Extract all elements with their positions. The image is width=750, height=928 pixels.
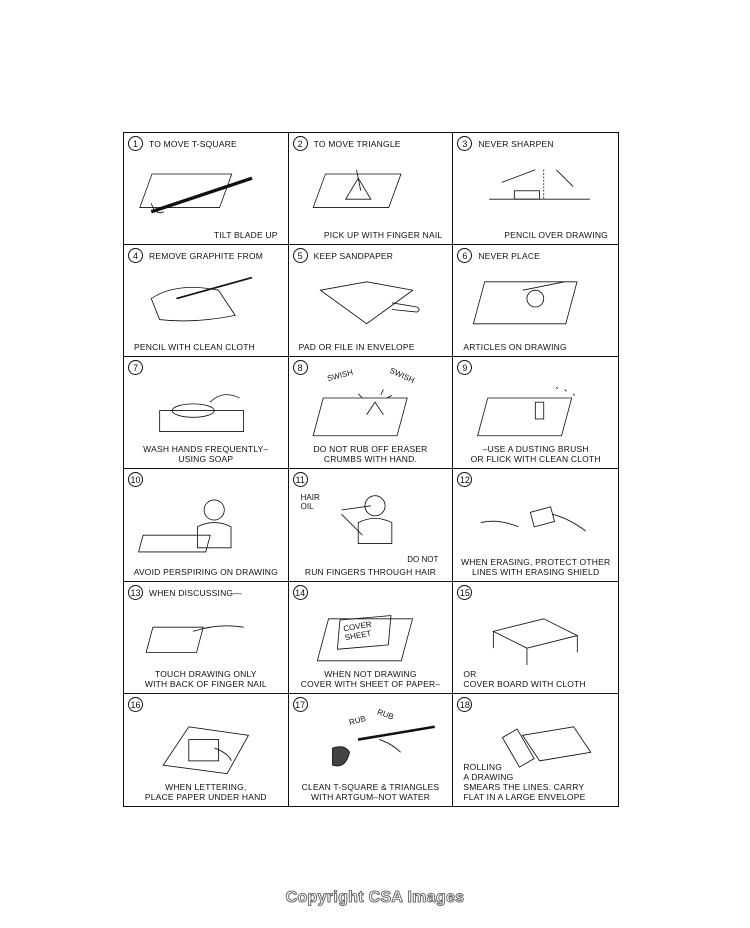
panel-number: 11 <box>292 472 308 488</box>
panel-1: 1 TO MOVE T-SQUARE TILT BLADE UP <box>124 133 289 246</box>
panel-illustration <box>297 714 445 782</box>
panel-caption: WHEN NOT DRAWING COVER WITH SHEET OF PAP… <box>300 668 441 689</box>
panel-number: 9 <box>457 360 473 376</box>
panel-caption: OR COVER BOARD WITH CLOTH <box>463 668 586 689</box>
panel-number: 16 <box>128 696 143 712</box>
panel-number: 17 <box>292 696 308 712</box>
panel-title: REMOVE GRAPHITE FROM <box>149 251 264 262</box>
panel-number: 13 <box>128 584 143 600</box>
panel-number: 10 <box>128 472 143 488</box>
panel-illustration <box>297 265 445 332</box>
panel-8: 8 DO NOT RUB OFF ERASER CRUMBS WITH HAND.… <box>288 357 454 470</box>
panel-illustration <box>297 489 445 556</box>
panel-number: 8 <box>292 360 308 376</box>
panel-caption: ROLLING A DRAWING SMEARS THE LINES. CARR… <box>463 761 586 802</box>
panel-13: 13 WHEN DISCUSSING— TOUCH DRAWING ONLY WIT… <box>124 581 289 694</box>
panel-illustration <box>132 153 280 220</box>
panel-number: 7 <box>128 360 143 376</box>
annotation-hair-oil: HAIR OIL <box>300 493 320 512</box>
panel-illustration <box>461 714 610 782</box>
panel-number: 5 <box>292 248 308 264</box>
panel-illustration <box>132 714 280 782</box>
panel-number: 4 <box>128 248 143 264</box>
panel-caption: PENCIL OVER DRAWING <box>504 230 608 241</box>
panel-caption: CLEAN T-SQUARE & TRIANGLES WITH ARTGUM–N… <box>301 781 440 802</box>
panel-caption: RUN FINGERS THROUGH HAIR <box>304 566 437 577</box>
panel-caption: PAD OR FILE IN ENVELOPE <box>298 342 415 353</box>
panel-caption: PENCIL WITH CLEAN CLOTH <box>134 342 255 353</box>
panel-illustration <box>297 377 445 444</box>
panel-5: 5 KEEP SANDPAPER PAD OR FILE IN ENVELOPE <box>288 245 454 358</box>
panel-number: 14 <box>292 584 308 600</box>
panel-2: 2 TO MOVE TRIANGLE PICK UP WITH FINGER NAI… <box>288 133 454 246</box>
panel-illustration <box>461 489 610 556</box>
panel-illustration <box>461 153 610 220</box>
panel-illustration <box>297 153 445 220</box>
panel-number: 1 <box>128 136 143 151</box>
annotation-do-not: DO NOT <box>407 555 439 565</box>
panel-illustration <box>132 602 280 669</box>
copyright-watermark: Copyright CSA Images <box>285 889 465 907</box>
panel-4: 4 REMOVE GRAPHITE FROM PENCIL WITH CLEAN C… <box>124 245 289 358</box>
panel-number: 2 <box>292 136 308 151</box>
panel-illustration <box>132 489 280 556</box>
panel-number: 3 <box>457 136 473 151</box>
panel-caption: ARTICLES ON DRAWING <box>463 342 567 353</box>
panel-number: 15 <box>457 584 473 600</box>
panel-caption: WHEN ERASING, PROTECT OTHER LINES WITH E… <box>461 556 611 577</box>
panel-caption: WHEN LETTERING, PLACE PAPER UNDER HAND <box>144 781 267 802</box>
panel-number: 18 <box>457 696 473 712</box>
panel-title: WHEN DISCUSSING— <box>149 587 242 598</box>
panel-title: KEEP SANDPAPER <box>313 251 394 262</box>
panel-caption: WASH HANDS FREQUENTLY– USING SOAP <box>143 444 269 465</box>
panel-caption: PICK UP WITH FINGER NAIL <box>323 230 443 241</box>
panel-illustration <box>461 602 610 669</box>
panel-title: NEVER PLACE <box>478 251 541 262</box>
panel-caption: TILT BLADE UP <box>213 230 278 241</box>
panel-illustration <box>461 265 610 332</box>
panel-illustration <box>461 377 610 444</box>
panel-6: 6 NEVER PLACE ARTICLES ON DRAWING <box>453 245 618 358</box>
panel-title: NEVER SHARPEN <box>478 139 554 149</box>
panel-illustration <box>297 602 445 669</box>
panel-caption: DO NOT RUB OFF ERASER CRUMBS WITH HAND. <box>313 444 428 465</box>
panel-title: TO MOVE TRIANGLE <box>313 139 401 149</box>
panel-3: 3 NEVER SHARPEN PENCIL OVER DRAWING <box>453 133 618 246</box>
panel-number: 12 <box>457 472 473 488</box>
instruction-grid: 1 TO MOVE T-SQUARE TILT BLADE UP 2 TO MOVE T… <box>123 132 619 807</box>
panel-9: 9 –USE A DUSTING BRUSH OR FLICK WITH CLEA… <box>453 357 618 470</box>
panel-caption: AVOID PERSPIRING ON DRAWING <box>133 566 278 577</box>
panel-illustration <box>132 265 280 332</box>
panel-15: 15 OR COVER BOARD WITH CLOTH <box>453 582 618 694</box>
panel-illustration <box>132 377 280 444</box>
panel-title: TO MOVE T-SQUARE <box>149 139 237 149</box>
panel-caption: TOUCH DRAWING ONLY WITH BACK OF FINGER N… <box>144 668 267 689</box>
panel-number: 6 <box>457 248 473 264</box>
panel-caption: –USE A DUSTING BRUSH OR FLICK WITH CLEAN… <box>470 444 601 465</box>
